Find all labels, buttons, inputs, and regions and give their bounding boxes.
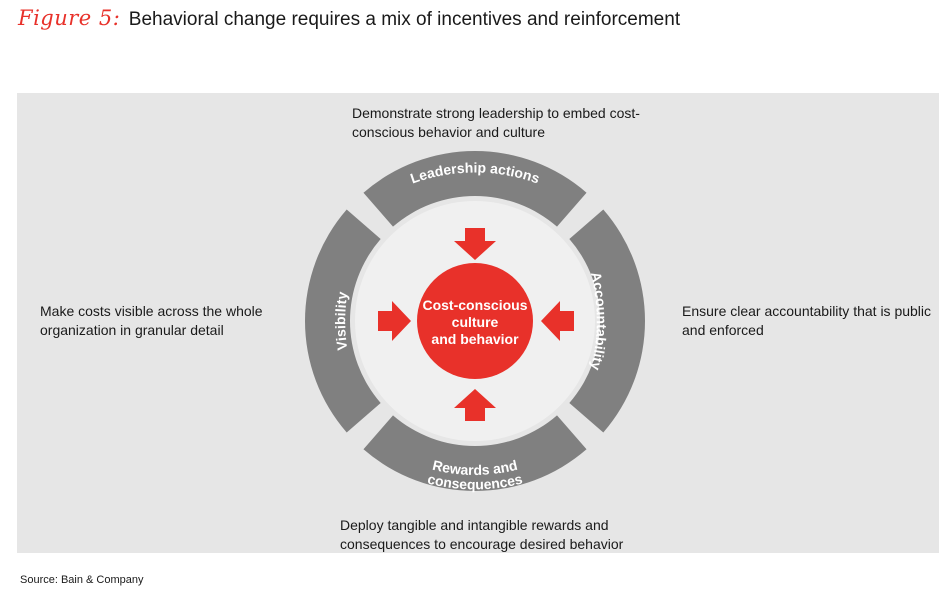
figure-title-row: Figure 5: Behavioral change requires a m… (18, 6, 680, 31)
ring-segment-left (304, 209, 381, 433)
segment-label-left: Visibility (332, 290, 350, 351)
center-label-line-2: culture (452, 314, 499, 330)
segment-label-bottom-line-1: Rewards and (431, 457, 519, 478)
ring-segment-right (569, 209, 645, 433)
arrow-top (454, 228, 496, 260)
segment-label-bottom-line-2: consequences (426, 471, 524, 493)
arrow-bottom (454, 389, 496, 421)
ring (304, 151, 645, 491)
source-note: Source: Bain & Company (20, 574, 144, 586)
arrow-right (541, 301, 574, 341)
figure-title: Behavioral change requires a mix of ince… (128, 9, 681, 30)
center-label-line-3: and behavior (431, 331, 519, 347)
arrow-left (378, 301, 411, 341)
description-bottom: Deploy tangible and intangible rewards a… (340, 517, 624, 552)
description-left: Make costs visible across the whole orga… (40, 303, 263, 338)
segment-label-right-path: Accountability (588, 270, 610, 372)
segment-label-left-path: Visibility (332, 290, 350, 351)
figure-label: Figure 5: (18, 6, 121, 30)
segment-label-bottom-path-1: Rewards and (431, 457, 519, 478)
segment-label-bottom-path-2: consequences (426, 471, 524, 493)
ring-segment-bottom (363, 415, 587, 491)
ring-segment-top (363, 151, 587, 227)
center-circle (417, 263, 533, 379)
description-right: Ensure clear accountability that is publ… (682, 303, 932, 338)
description-top: Demonstrate strong leadership to embed c… (352, 105, 640, 140)
segment-label-right: Accountability (588, 270, 610, 372)
center-label-line-1: Cost-conscious (422, 297, 527, 313)
